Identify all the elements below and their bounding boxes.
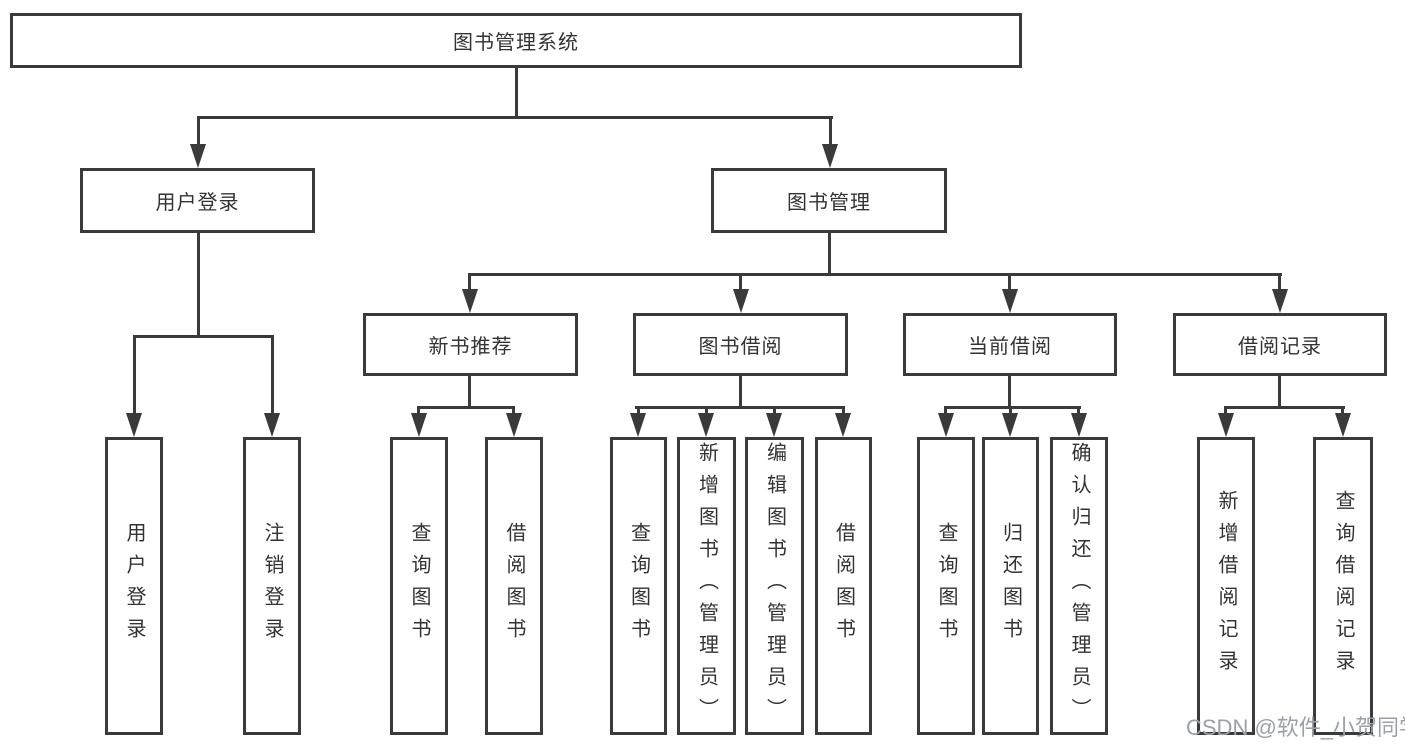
connector-stem-book-management [829,116,832,146]
connector-user-login-split [133,335,274,338]
leaf-add-borrow-record: 新增借阅记录 [1197,437,1255,735]
connector-root-split [197,116,833,119]
node-book-borrow-label: 图书借阅 [698,336,783,358]
leaf-current-query-books-label: 查询图书 [935,522,957,650]
leaf-user-login: 用户登录 [105,437,163,735]
connector-stem-book-borrow [739,273,742,291]
leaf-recommend-query-books: 查询图书 [390,437,448,735]
leaf-recommend-query-books-label: 查询图书 [408,522,430,650]
connector-stem-borrow-leaf2 [705,406,708,418]
leaf-add-borrow-record-label: 新增借阅记录 [1215,490,1237,682]
connector-stem-borrow-records [1278,273,1281,291]
connector-stem-records-leaf1 [1224,406,1227,418]
leaf-edit-books-admin: 编辑图书（管理员） [745,437,804,735]
leaf-edit-books-admin-label: 编辑图书（管理员） [763,442,786,730]
connector-recommend-stem [468,376,471,406]
arrowhead-recommend-leaf2 [506,413,522,437]
leaf-borrow-query-books: 查询图书 [610,437,667,735]
connector-records-split [1224,406,1345,409]
node-book-management-label: 图书管理 [787,192,871,214]
arrowhead-current-leaf3 [1071,413,1087,437]
arrowhead-borrow-leaf3 [766,413,782,437]
connector-current-borrow-split [944,406,1081,409]
connector-stem-current-borrow [1008,273,1011,291]
leaf-borrow-query-books-label: 查询图书 [627,522,650,650]
node-borrow-records: 借阅记录 [1173,313,1387,376]
connector-records-stem [1278,376,1281,406]
leaf-logout: 注销登录 [243,437,301,735]
leaf-recommend-borrow-books-label: 借阅图书 [503,522,525,650]
leaf-add-books-admin: 新增图书（管理员） [677,437,736,735]
arrowhead-leaf-logout [264,413,280,437]
connector-root-stem [515,68,518,117]
leaf-return-books: 归还图书 [982,437,1039,735]
arrowhead-borrow-records [1272,289,1288,313]
connector-recommend-split [417,406,515,409]
leaf-borrow-books: 借阅图书 [815,437,872,735]
arrowhead-borrow-leaf2 [698,413,714,437]
arrowhead-user-login [190,144,206,168]
leaf-return-books-label: 归还图书 [999,522,1022,650]
connector-stem-recommend-leaf1 [417,406,420,418]
leaf-borrow-books-label: 借阅图书 [832,522,855,650]
leaf-confirm-return-admin: 确认归还（管理员） [1050,437,1108,735]
node-root-label: 图书管理系统 [453,32,579,54]
node-root: 图书管理系统 [10,13,1022,68]
leaf-logout-label: 注销登录 [261,522,283,650]
arrowhead-book-management [822,144,838,168]
connector-stem-current-leaf1 [944,406,947,418]
connector-stem-user-login [197,116,200,146]
arrowhead-current-borrow [1002,289,1018,313]
arrowhead-current-leaf1 [938,413,954,437]
connector-stem-current-leaf3 [1077,406,1080,418]
leaf-add-books-admin-label: 新增图书（管理员） [695,442,718,730]
connector-stem-leaf-logout [271,335,274,415]
connector-stem-records-leaf2 [1341,406,1344,418]
arrowhead-leaf-user-login [126,413,142,437]
connector-current-borrow-stem [1008,376,1011,406]
node-book-borrow: 图书借阅 [633,313,848,376]
node-borrow-records-label: 借阅记录 [1238,336,1322,358]
connector-stem-new-book-recommend [468,273,471,291]
arrowhead-records-leaf1 [1218,413,1234,437]
arrowhead-current-leaf2 [1002,413,1018,437]
leaf-confirm-return-admin-label: 确认归还（管理员） [1068,442,1090,730]
connector-user-login-stem [197,233,200,335]
node-current-borrow-label: 当前借阅 [968,336,1052,358]
connector-book-borrow-split [635,406,845,409]
connector-stem-recommend-leaf2 [512,406,515,418]
leaf-recommend-borrow-books: 借阅图书 [485,437,543,735]
node-user-login-label: 用户登录 [155,192,240,214]
connector-stem-current-leaf2 [1009,406,1012,418]
node-user-login: 用户登录 [80,168,315,233]
arrowhead-borrow-leaf1 [630,413,646,437]
node-book-management: 图书管理 [711,168,947,233]
connector-stem-borrow-leaf1 [637,406,640,418]
node-current-borrow: 当前借阅 [903,313,1117,376]
connector-modules-split [468,273,1282,276]
connector-stem-borrow-leaf3 [773,406,776,418]
arrowhead-records-leaf2 [1335,413,1351,437]
leaf-user-login-label: 用户登录 [123,522,145,650]
connector-stem-leaf-user-login [133,335,136,415]
connector-book-borrow-stem [739,376,742,406]
leaf-query-borrow-record-label: 查询借阅记录 [1332,490,1354,682]
connector-book-management-stem [828,233,831,273]
node-new-book-recommend: 新书推荐 [363,313,578,376]
node-new-book-recommend-label: 新书推荐 [428,336,513,358]
arrowhead-borrow-leaf4 [835,413,851,437]
leaf-query-borrow-record: 查询借阅记录 [1313,437,1373,735]
arrowhead-book-borrow [733,289,749,313]
watermark: CSDN @软件_小贺同学 [1186,715,1405,740]
connector-stem-borrow-leaf4 [842,406,845,418]
arrowhead-new-book-recommend [462,289,478,313]
arrowhead-recommend-leaf1 [411,413,427,437]
leaf-current-query-books: 查询图书 [917,437,975,735]
